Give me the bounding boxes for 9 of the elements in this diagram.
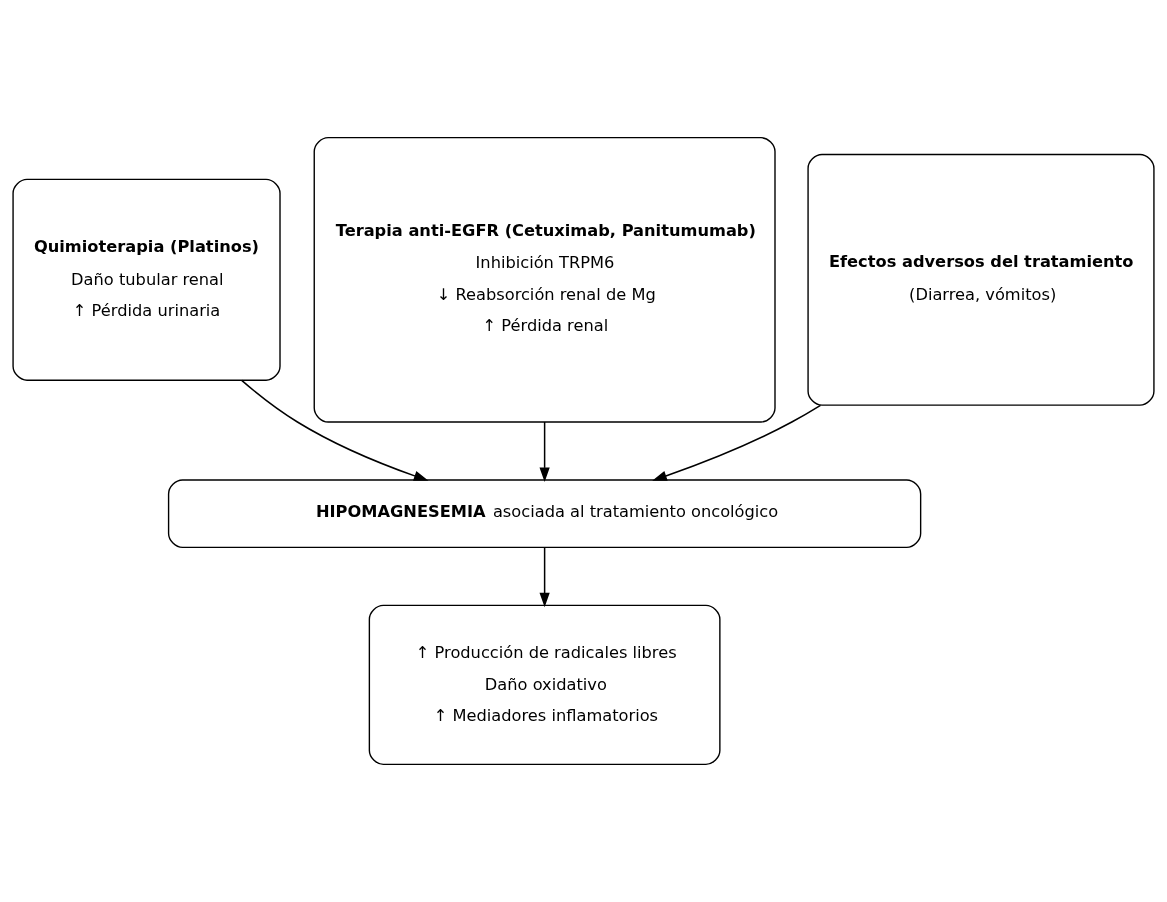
arrow	[539, 546, 550, 608]
arrow	[652, 404, 822, 481]
arrow	[240, 379, 429, 481]
node-box: Quimioterapia (Platinos) Daño tubular renal ↑ Pérdida urinaria	[12, 178, 281, 381]
arrow	[539, 421, 550, 483]
node-box: Terapia anti-EGFR (Cetuximab, Panitumumab) Inhibición TRPM6 ↓ Reabsorción renal de Mg ↑ Pérdida renal	[313, 136, 776, 423]
node-box: Efectos adversos del tratamiento (Diarrea, vómitos)	[807, 153, 1155, 406]
node-box: ↑ Producción de radicales libres Daño oxidativo ↑ Mediadores inflamatorios	[368, 604, 721, 766]
node-box: HIPOMAGNESEMIA asociada al tratamiento oncológico	[167, 479, 922, 549]
